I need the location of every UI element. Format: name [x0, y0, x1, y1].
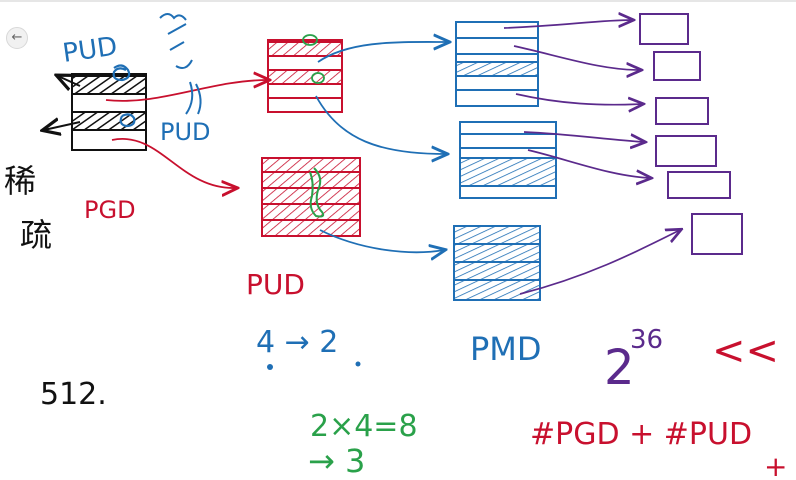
label-hanzi-bottom: 疏 — [20, 216, 52, 254]
label-formula: #PGD + #PUD — [530, 417, 752, 452]
pgd-table — [44, 73, 147, 151]
pud-bottom-green-mark — [309, 167, 325, 218]
label-eq-line2: → 3 — [308, 442, 365, 480]
label-eq-line1: 2×4=8 — [310, 409, 418, 444]
label-pgd: PGD — [84, 196, 136, 224]
label-exp-power: 36 — [630, 325, 663, 355]
label-512: 512. — [40, 377, 107, 412]
label-pud-top: PUD — [61, 32, 119, 69]
pud-top-green-marks — [302, 34, 325, 84]
top-sketch-marks — [159, 13, 202, 115]
pte-boxes — [639, 13, 743, 255]
label-ratio: 4 → 2 — [256, 325, 338, 360]
back-button[interactable]: ← — [6, 27, 28, 49]
arrow-pgd-to-pud-2 — [111, 137, 236, 188]
label-exp-base: 2 — [604, 340, 635, 396]
arrow-pud-to-pmd-3 — [319, 229, 444, 252]
label-much-less: << — [712, 328, 779, 374]
arrow-pgd-to-pud — [105, 80, 268, 102]
pmd-table-3 — [453, 225, 541, 301]
label-hanzi-top: 稀 — [4, 162, 36, 200]
top-border — [0, 0, 796, 2]
label-pud-bottom: PUD — [246, 268, 305, 301]
label-plus: + — [764, 450, 787, 480]
label-pud-mid: PUD — [160, 118, 211, 146]
pmd-table-1 — [455, 21, 539, 107]
pmd-table-2 — [459, 121, 557, 199]
pmd-to-pte-arrows — [503, 20, 680, 295]
arrow-pud-to-pmd-2 — [315, 95, 446, 154]
pgd-blue-marks — [112, 64, 136, 128]
arrow-pud-to-pmd-1 — [317, 42, 448, 63]
label-pmd: PMD — [470, 330, 542, 368]
arrow-left-icon: ← — [11, 30, 23, 45]
ratio-marks — [267, 361, 361, 370]
pud-table-top — [267, 39, 343, 113]
